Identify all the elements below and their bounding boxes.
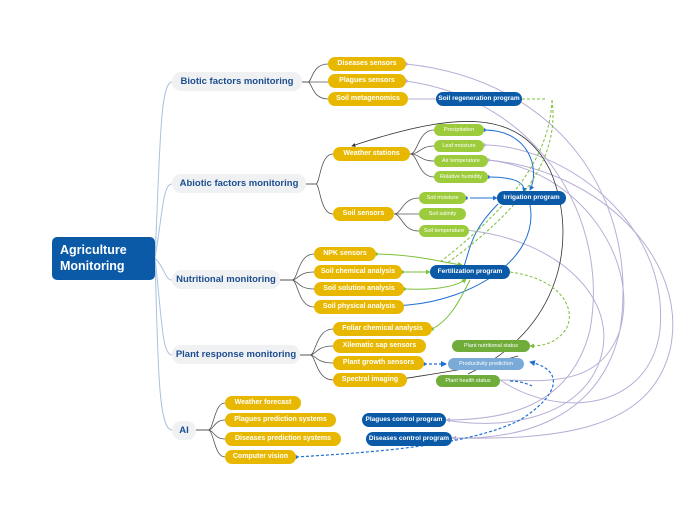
node-weather-stations[interactable]: Weather stations <box>333 147 410 161</box>
node-relative-humidity[interactable]: Relative humidity <box>434 171 488 183</box>
node-diseases-control-program[interactable]: Diseases control program <box>366 432 452 446</box>
node-soil-salinity[interactable]: Soil salinity <box>419 208 466 220</box>
node-soil-sensors[interactable]: Soil sensors <box>333 207 394 221</box>
node-diseases-sensors[interactable]: Diseases sensors <box>328 57 406 71</box>
node-weather-forecast[interactable]: Weather forecast <box>225 396 301 410</box>
node-npk-sensors[interactable]: NPK sensors <box>314 247 376 261</box>
node-soil-physical-analysis[interactable]: Soil physical analysis <box>314 300 404 314</box>
node-diseases-prediction-systems[interactable]: Diseases prediction systems <box>225 432 341 446</box>
node-soil-moisture[interactable]: Soil moisture <box>419 192 466 204</box>
node-soil-regeneration-program[interactable]: Soil regeneration program <box>436 92 522 106</box>
node-leaf-moisture[interactable]: Leaf moisture <box>434 140 484 152</box>
node-irrigation-program[interactable]: Irrigation program <box>497 191 566 205</box>
node-soil-temperature[interactable]: Soil temperature <box>419 225 469 237</box>
node-plant-growth-sensors[interactable]: Plant growth sensors <box>333 356 424 370</box>
branch-abiotic[interactable]: Abiotic factors monitoring <box>172 174 306 193</box>
node-soil-metagenomics[interactable]: Soil metagenomics <box>328 92 408 106</box>
branch-plant-response[interactable]: Plant response monitoring <box>172 345 300 364</box>
node-soil-chemical-analysis[interactable]: Soil chemical analysis <box>314 265 402 279</box>
branch-biotic[interactable]: Biotic factors monitoring <box>172 72 302 91</box>
node-plagues-prediction-systems[interactable]: Plagues prediction systems <box>225 413 336 427</box>
node-foliar-chemical-analysis[interactable]: Foliar chemical analysis <box>333 322 432 336</box>
node-plant-health-status[interactable]: Plant health status <box>436 375 500 387</box>
node-plagues-sensors[interactable]: Plagues sensors <box>328 74 406 88</box>
node-productivity-prediction[interactable]: Productivity prediction <box>448 358 524 370</box>
branch-nutritional[interactable]: Nutritional monitoring <box>172 270 280 289</box>
branch-ai[interactable]: AI <box>172 421 196 440</box>
node-air-temperature[interactable]: Air temperature <box>434 155 488 167</box>
node-fertilization-program[interactable]: Fertilization program <box>430 265 510 279</box>
link-root-plant-response <box>154 257 173 356</box>
link-root-biotic <box>154 81 173 259</box>
node-plagues-control-program[interactable]: Plagues control program <box>362 413 446 427</box>
link-root-abiotic <box>154 183 173 259</box>
link-root-nutritional <box>154 257 173 281</box>
root-node[interactable]: Agriculture Monitoring <box>52 237 155 280</box>
node-soil-solution-analysis[interactable]: Soil solution analysis <box>314 282 404 296</box>
node-computer-vision[interactable]: Computer vision <box>225 450 296 464</box>
node-plant-nutritional-status[interactable]: Plant nutritional status <box>452 340 530 352</box>
link-root-ai <box>154 257 173 431</box>
node-spectral-imaging[interactable]: Spectral imaging <box>333 373 407 387</box>
node-xilematic-sap-sensors[interactable]: Xilematic sap sensors <box>333 339 426 353</box>
node-precipitation[interactable]: Precipitation <box>434 124 484 136</box>
